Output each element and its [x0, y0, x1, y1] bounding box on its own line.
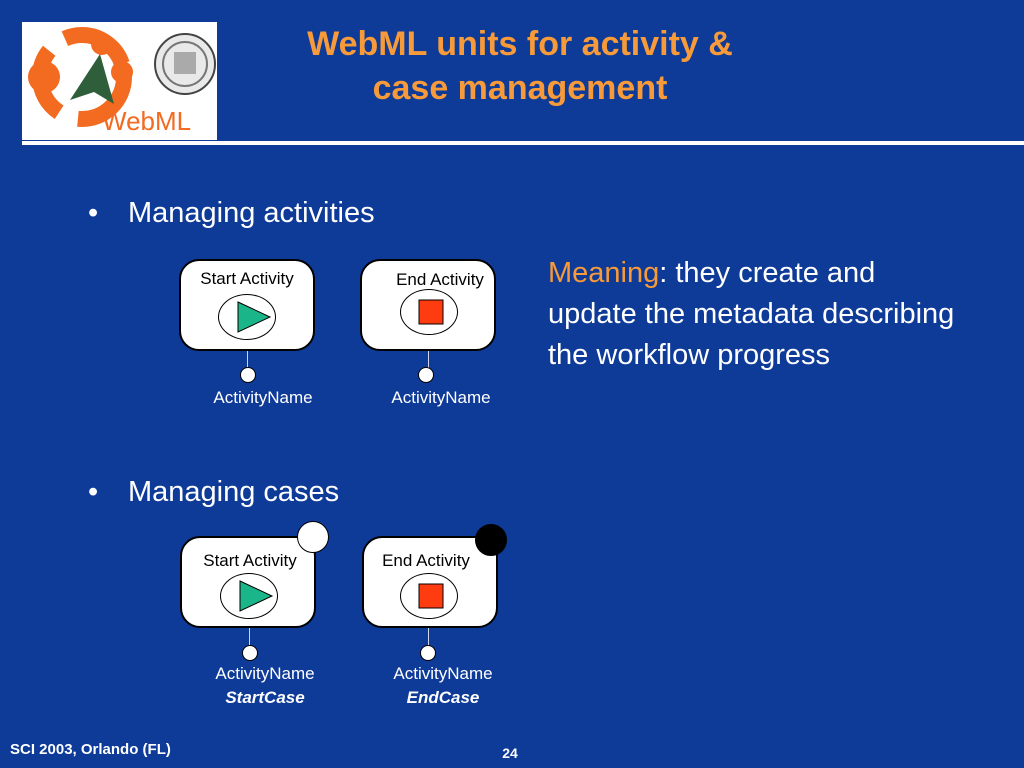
stop-square-icon — [418, 583, 444, 609]
footer-conference: SCI 2003, Orlando (FL) — [10, 741, 171, 758]
unit-connector — [428, 351, 429, 368]
unit-label: Start Activity — [200, 269, 294, 288]
unit-subcaption: EndCase — [406, 688, 480, 707]
play-triangle-icon — [239, 580, 274, 612]
bullet-managing-activities: • Managing activities — [88, 197, 508, 233]
start-case-badge-icon — [297, 521, 329, 553]
play-triangle-icon — [237, 301, 272, 333]
unit-connector — [247, 351, 248, 368]
svg-text:WebML: WebML — [102, 106, 191, 136]
unit-port — [420, 645, 436, 661]
unit-connector — [249, 628, 250, 646]
unit-label: End Activity — [382, 551, 470, 570]
unit-caption: ActivityName — [213, 388, 313, 407]
unit-caption: ActivityName — [391, 388, 491, 407]
bullet-marker: • — [88, 476, 99, 508]
unit-port — [242, 645, 258, 661]
unit-label: Start Activity — [203, 551, 297, 570]
unit-caption: ActivityName — [393, 664, 493, 683]
unit-port — [240, 367, 256, 383]
meaning-text: Meaning: they create and update the meta… — [548, 253, 968, 376]
meaning-body: : they create and update the metadata de… — [548, 257, 955, 371]
stop-square-icon — [418, 299, 444, 325]
slide-title: WebML units for activity & case manageme… — [250, 22, 790, 110]
title-divider — [22, 141, 1024, 145]
unit-label: End Activity — [396, 270, 484, 289]
bullet-text: Managing activities — [128, 197, 375, 229]
webml-logo: WebML — [22, 22, 217, 140]
unit-caption: ActivityName — [215, 664, 315, 683]
meaning-keyword: Meaning — [548, 257, 660, 289]
webml-logo-graphic: WebML — [28, 27, 216, 136]
end-case-badge-icon — [475, 524, 507, 556]
page-number: 24 — [502, 745, 518, 761]
bullet-text: Managing cases — [128, 476, 340, 508]
bullet-managing-cases: • Managing cases — [88, 476, 508, 512]
slide-title-line1: WebML units for activity & — [307, 25, 733, 63]
unit-connector — [428, 628, 429, 646]
unit-subcaption: StartCase — [225, 688, 305, 707]
slide-title-line2: case management — [372, 69, 668, 107]
bullet-marker: • — [88, 197, 99, 229]
unit-port — [418, 367, 434, 383]
